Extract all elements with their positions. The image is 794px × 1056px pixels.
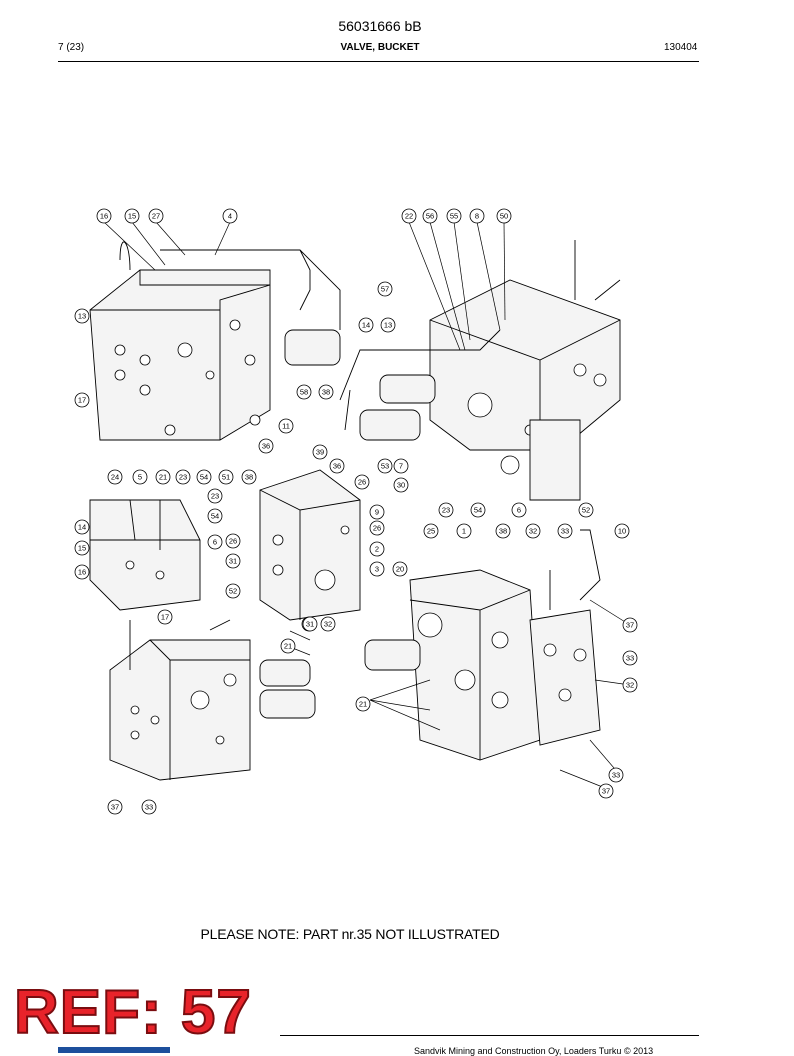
middle-block-assembly (89, 469, 361, 621)
callout-label: 21 (284, 642, 292, 651)
page-index: 7 (23) (58, 42, 85, 53)
callout-label: 52 (229, 587, 237, 596)
bottom-right-valve-assembly (364, 529, 601, 761)
callout-label: 37 (626, 621, 634, 630)
callout-label: 54 (211, 512, 219, 521)
callout-label: 16 (78, 568, 86, 577)
top-left-valve-assembly (89, 241, 341, 441)
callout-label: 56 (426, 212, 434, 221)
callout-label: 24 (111, 473, 119, 482)
callout-label: 21 (359, 700, 367, 709)
callout-label: 17 (78, 396, 86, 405)
footer-copyright: Sandvik Mining and Construction Oy, Load… (414, 1046, 654, 1056)
callout-label: 38 (322, 388, 330, 397)
callout-label: 23 (211, 492, 219, 501)
callout-label: 58 (300, 388, 308, 397)
callout-label: 38 (499, 527, 507, 536)
callout-label: 6 (517, 506, 521, 515)
callout-label: 9 (375, 508, 379, 517)
callout-label: 15 (78, 544, 86, 553)
callout-label: 8 (475, 212, 479, 221)
callout-label: 52 (582, 506, 590, 515)
bottom-left-valve-assembly (109, 619, 316, 781)
callout-label: 14 (78, 523, 86, 532)
callout-label: 37 (602, 787, 610, 796)
header-rule (58, 61, 699, 62)
callout-label: 7 (399, 462, 403, 471)
callout-label: 37 (111, 803, 119, 812)
callout-label: 2 (375, 545, 379, 554)
callout-label: 31 (306, 620, 314, 629)
callout-label: 33 (561, 527, 569, 536)
exploded-parts-diagram: 16 15 27 4 13 17 24 5 21 23 54 51 38 11 … (74, 208, 638, 815)
callout-label: 32 (324, 620, 332, 629)
leader-lines (103, 221, 631, 791)
callout-label: 6 (213, 538, 217, 547)
callout-labels: 16 15 27 4 13 17 24 5 21 23 54 51 38 11 … (74, 208, 638, 815)
callout-label: 26 (229, 537, 237, 546)
section-title: VALVE, BUCKET (340, 42, 420, 53)
callout-label: 26 (373, 524, 381, 533)
callout-label: 22 (405, 212, 413, 221)
callout-label: 20 (396, 565, 404, 574)
callout-label: 36 (333, 462, 341, 471)
callout-label: 5 (138, 473, 142, 482)
callout-label: 57 (381, 285, 389, 294)
callout-label: 39 (316, 448, 324, 457)
callout-label: 54 (200, 473, 208, 482)
callout-label: 14 (362, 321, 370, 330)
callout-label: 38 (245, 473, 253, 482)
document-number: 56031666 bB (338, 18, 422, 34)
callout-label: 13 (78, 312, 86, 321)
callout-label: 15 (128, 212, 136, 221)
callout-label: 36 (262, 442, 270, 451)
illustration-note: PLEASE NOTE: PART nr.35 NOT ILLUSTRATED (200, 926, 500, 942)
callout-label: 25 (427, 527, 435, 536)
callout-label: 23 (442, 506, 450, 515)
footer-logo (58, 1047, 170, 1053)
callout-label: 31 (229, 557, 237, 566)
callout-label: 26 (358, 478, 366, 487)
page-code: 130404 (664, 42, 698, 53)
callout-label: 16 (100, 212, 108, 221)
callout-label: 11 (282, 422, 290, 431)
footer-rule (280, 1035, 699, 1036)
callout-label: 51 (222, 473, 230, 482)
top-right-valve-assembly (339, 240, 621, 501)
callout-label: 33 (626, 654, 634, 663)
callout-label: 33 (145, 803, 153, 812)
callout-label: 23 (179, 473, 187, 482)
callout-label: 54 (474, 506, 482, 515)
callout-label: 21 (159, 473, 167, 482)
callout-label: 33 (612, 771, 620, 780)
ref-stamp: REF: 57 (13, 978, 252, 1047)
callout-label: 13 (384, 321, 392, 330)
callout-label: 32 (529, 527, 537, 536)
callout-label: 27 (152, 212, 160, 221)
callout-label: 30 (397, 481, 405, 490)
callout-label: 4 (228, 212, 232, 221)
callout-label: 17 (161, 613, 169, 622)
callout-label: 53 (381, 462, 389, 471)
callout-label: 1 (462, 527, 466, 536)
callout-label: 32 (626, 681, 634, 690)
callout-label: 50 (500, 212, 508, 221)
callout-label: 3 (375, 565, 379, 574)
callout-label: 10 (618, 527, 626, 536)
callout-label: 55 (450, 212, 458, 221)
